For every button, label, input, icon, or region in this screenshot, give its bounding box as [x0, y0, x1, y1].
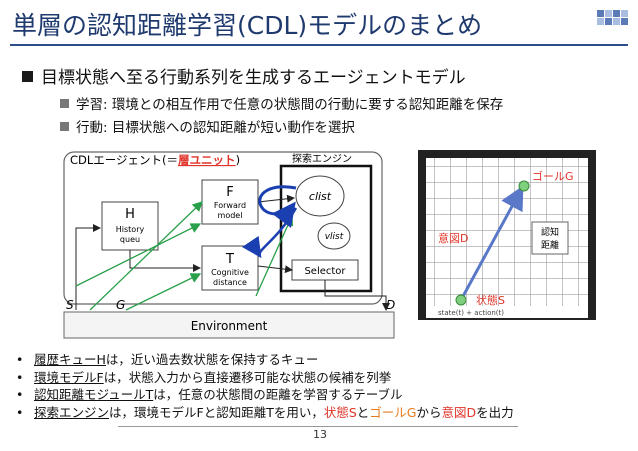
t-caption: distance [213, 278, 247, 287]
f-letter: F [226, 185, 233, 200]
footer-line [118, 426, 518, 427]
f-caption: model [218, 211, 243, 220]
sub-bullet-learning: 学習: 環境との相互作用で任意の状態間の行動に要する認知距離を保存 [60, 93, 503, 113]
list-item: •認知距離モジュールTは，任意の状態間の距離を学習するテーブル [16, 387, 403, 402]
main-bullet-text: 目標状態へ至る行動系列を生成するエージェントモデル [41, 68, 466, 88]
h-caption: queu [120, 235, 140, 244]
main-bullet: 目標状態へ至る行動系列を生成するエージェントモデル [22, 63, 466, 88]
vlist-oval [317, 222, 351, 250]
square-bullet-icon [60, 122, 69, 131]
page-number: 13 [313, 428, 327, 441]
clist-oval [295, 175, 345, 217]
h-caption: History [116, 225, 145, 234]
list-item: •探索エンジンは，環境モデルFと認知距離Tを用い，状態SとゴールGから意図Dを出… [16, 404, 514, 420]
intent-label: 意図D [438, 231, 468, 245]
list-item: •履歴キューHは，近い過去数状態を保持するキュー [16, 352, 319, 367]
history-queue-box [101, 201, 159, 251]
vlist-label: vlist [325, 232, 344, 242]
title-underline [10, 44, 628, 46]
sub-bullet-text: 学習: 環境との相互作用で任意の状態間の行動に要する認知距離を保存 [76, 97, 504, 113]
square-bullet-icon [22, 71, 33, 82]
distance-label: 認知 [541, 226, 559, 238]
agent-label: CDLエージェント(＝層ユニット) [70, 153, 240, 167]
environment-label: Environment [191, 319, 268, 333]
sub-bullet-text: 行動: 目標状態への認知距離が短い動作を選択 [76, 120, 355, 136]
list-item: •環境モデルFは，状態入力から直接遷移可能な状態の候補を列挙 [16, 369, 392, 385]
goal-marker [518, 180, 530, 192]
t-letter: T [225, 252, 234, 267]
cdl-agent-diagram: CDLエージェント(＝層ユニット) 探索エンジン H History queu … [63, 151, 395, 339]
search-engine-label: 探索エンジン [292, 152, 352, 165]
s-label: S [66, 298, 74, 312]
notes-list: •履歴キューHは，近い過去数状態を保持するキュー •環境モデルFは，状態入力から… [16, 351, 514, 421]
bottom-caption-bar [426, 306, 588, 318]
forward-model-box [201, 179, 259, 225]
bottom-caption: state(t) + action(t) [438, 309, 504, 317]
grid-navigation-diagram: state(t) + action(t) ゴールG 意図D 状態S 認知 距離 [418, 150, 596, 320]
state-marker [455, 294, 467, 306]
state-label: 状態S [476, 293, 505, 307]
goal-label: ゴールG [532, 169, 574, 183]
selector-label: Selector [304, 266, 346, 277]
sub-bullet-action: 行動: 目標状態への認知距離が短い動作を選択 [60, 116, 355, 136]
corner-decoration [597, 10, 628, 25]
square-bullet-icon [60, 99, 69, 108]
distance-callout [531, 221, 569, 255]
slide-title: 単層の認知距離学習(CDL)モデルのまとめ [12, 11, 483, 40]
f-caption: Forward [214, 201, 246, 210]
clist-label: clist [309, 190, 332, 203]
h-letter: H [125, 207, 135, 222]
t-caption: Cognitive [211, 268, 249, 277]
g-label: G [116, 298, 125, 312]
environment-box [63, 311, 395, 339]
distance-label: 距離 [541, 239, 559, 251]
d-label: D [386, 298, 395, 312]
